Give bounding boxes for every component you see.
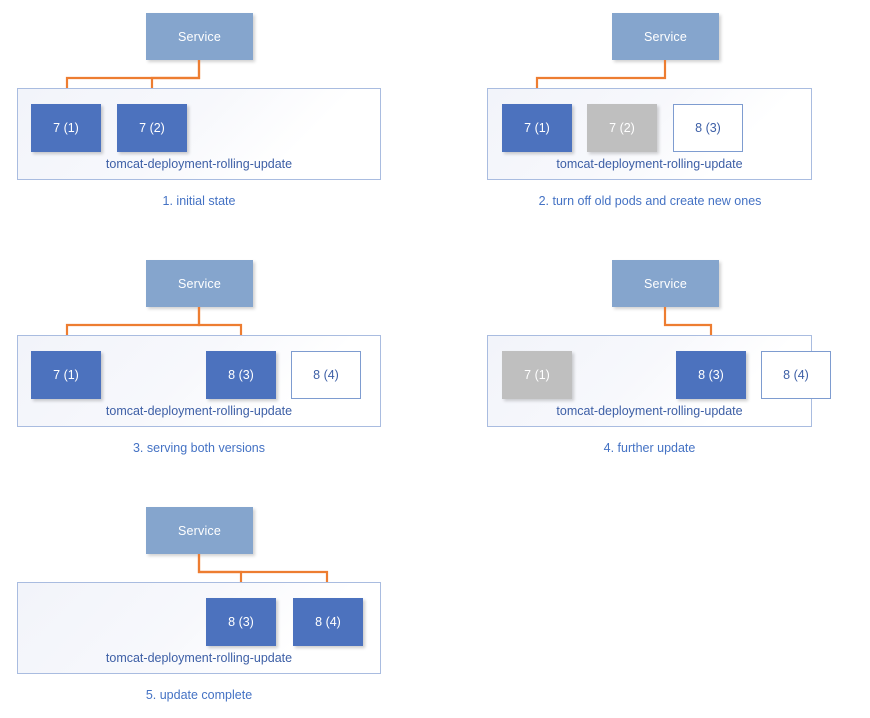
service-label: Service: [643, 276, 688, 291]
service-node[interactable]: Service: [146, 507, 253, 554]
pod-label: 8 (4): [783, 368, 809, 382]
service-label: Service: [177, 29, 222, 44]
panel-caption: 3. serving both versions: [132, 441, 265, 455]
pod-label: 8 (3): [698, 368, 724, 382]
pod-label: 7 (2): [609, 121, 635, 135]
service-node[interactable]: Service: [612, 260, 719, 307]
deployment-name-label: tomcat-deployment-rolling-update: [556, 404, 743, 418]
panel-caption: 5. update complete: [145, 688, 253, 702]
panel-caption: 2. turn off old pods and create new ones: [538, 194, 762, 208]
pod-box[interactable]: 7 (1): [31, 351, 101, 399]
pod-box[interactable]: 8 (4): [291, 351, 361, 399]
pod-label: 8 (4): [313, 368, 339, 382]
service-node[interactable]: Service: [612, 13, 719, 60]
service-node[interactable]: Service: [146, 260, 253, 307]
pod-label: 7 (2): [139, 121, 165, 135]
service-label: Service: [643, 29, 688, 44]
pod-box[interactable]: 8 (3): [676, 351, 746, 399]
pod-box[interactable]: 8 (3): [673, 104, 743, 152]
pod-label: 8 (3): [228, 368, 254, 382]
pod-box[interactable]: 8 (3): [206, 351, 276, 399]
panel-caption: 1. initial state: [162, 194, 236, 208]
pod-label: 8 (3): [228, 615, 254, 629]
deployment-name-label: tomcat-deployment-rolling-update: [105, 404, 293, 418]
pod-box[interactable]: 8 (4): [761, 351, 831, 399]
service-node[interactable]: Service: [146, 13, 253, 60]
pod-box[interactable]: 7 (1): [502, 351, 572, 399]
service-label: Service: [177, 523, 222, 538]
pod-label: 8 (3): [695, 121, 721, 135]
service-label: Service: [177, 276, 222, 291]
deployment-name-label: tomcat-deployment-rolling-update: [105, 157, 293, 171]
pod-box[interactable]: 8 (3): [206, 598, 276, 646]
pod-label: 7 (1): [524, 121, 550, 135]
panel-caption: 4. further update: [603, 441, 696, 455]
pod-box[interactable]: 8 (4): [293, 598, 363, 646]
pod-box[interactable]: 7 (2): [117, 104, 187, 152]
pod-box[interactable]: 7 (1): [31, 104, 101, 152]
deployment-name-label: tomcat-deployment-rolling-update: [556, 157, 743, 171]
pod-label: 8 (4): [315, 615, 341, 629]
pod-box[interactable]: 7 (2): [587, 104, 657, 152]
pod-label: 7 (1): [53, 121, 79, 135]
deployment-name-label: tomcat-deployment-rolling-update: [105, 651, 293, 665]
pod-box[interactable]: 7 (1): [502, 104, 572, 152]
pod-label: 7 (1): [53, 368, 79, 382]
pod-label: 7 (1): [524, 368, 550, 382]
